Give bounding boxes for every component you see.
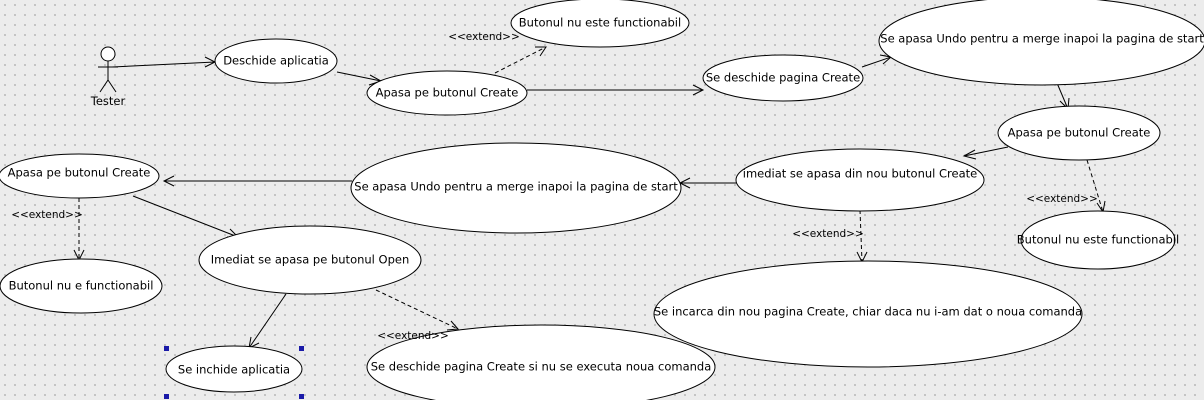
extend-label: <<extend>> <box>792 228 864 240</box>
use-case-apasa-create-3[interactable]: Apasa pe butonul Create <box>0 153 160 199</box>
use-case-ellipse <box>214 38 338 84</box>
use-case-ellipse <box>997 105 1161 161</box>
use-case-ellipse <box>366 70 528 116</box>
association-apasa-3-open[interactable] <box>132 195 239 238</box>
use-case-ellipse <box>165 345 303 393</box>
use-case-label: Apasa pe butonul Create <box>376 86 519 100</box>
use-case-label: Apasa pe butonul Create <box>1008 126 1151 140</box>
resize-handle-bottom-right[interactable] <box>299 394 304 399</box>
use-case-ellipse <box>510 0 690 48</box>
use-case-deschide-aplicatia[interactable]: Deschide aplicatia <box>214 38 338 84</box>
use-case-label: Se inchide aplicatia <box>178 363 290 377</box>
use-case-ellipse <box>198 225 422 295</box>
use-case-label: Imediat se apasa pe butonul Open <box>211 253 410 267</box>
extend-apasa-2-butonul-2[interactable] <box>1086 159 1104 213</box>
extend-apasa-butonul-1[interactable] <box>494 46 547 74</box>
selection-handles[interactable] <box>164 346 304 399</box>
use-case-label: imediat se apasa din nou butonul Create <box>743 167 977 181</box>
use-case-ellipse <box>0 258 163 314</box>
use-case-label: Se apasa Undo pentru a merge inapoi la p… <box>354 180 678 194</box>
use-case-ellipse <box>366 324 716 400</box>
use-case-undo-start-2[interactable]: Se apasa Undo pentru a merge inapoi la p… <box>350 142 682 234</box>
use-case-butonul-nefunctional-2[interactable]: Butonul nu este functionabil <box>1017 210 1179 270</box>
actor-leg-right <box>107 79 117 93</box>
use-case-se-deschide-create-fara-comanda[interactable]: Se deschide pagina Create si nu se execu… <box>366 324 716 400</box>
use-case-se-deschide-create[interactable]: Se deschide pagina Create <box>702 54 864 102</box>
actor-label: Tester <box>90 94 126 108</box>
use-case-label: Butonul nu e functionabil <box>9 279 154 293</box>
use-case-butonul-nu-e-functionabil[interactable]: Butonul nu e functionabil <box>0 258 163 314</box>
use-case-ellipse <box>0 153 160 199</box>
actor-leg-left <box>99 79 109 93</box>
use-case-butonul-nefunctional-1[interactable]: Butonul nu este functionabil <box>510 0 690 48</box>
use-case-se-incarca-din-nou[interactable]: Se incarca din nou pagina Create, chiar … <box>653 260 1083 368</box>
resize-handle-bottom-left[interactable] <box>164 394 169 399</box>
extend-label: <<extend>> <box>11 209 83 221</box>
arrowhead <box>535 46 547 57</box>
extend-label: <<extend>> <box>1026 193 1098 205</box>
extend-open-se-deschide[interactable] <box>375 289 459 330</box>
use-case-label: Se deschide pagina Create <box>706 71 860 85</box>
arrowhead <box>692 84 705 96</box>
use-case-ellipse <box>878 0 1204 86</box>
association-deschide-apasa[interactable] <box>336 71 382 82</box>
use-case-label: Butonul nu este functionabil <box>519 16 681 30</box>
arrowhead <box>162 175 175 187</box>
association-apasa-2-imediat[interactable] <box>963 146 1009 157</box>
use-case-imediat-din-nou-create[interactable]: imediat se apasa din nou butonul Create <box>735 148 985 212</box>
use-case-imediat-open[interactable]: Imediat se apasa pe butonul Open <box>198 225 422 295</box>
association-undo-apasa-2[interactable] <box>1056 82 1069 110</box>
use-case-apasa-create-2[interactable]: Apasa pe butonul Create <box>997 105 1161 161</box>
use-case-label: Se incarca din nou pagina Create, chiar … <box>654 305 1082 319</box>
use-case-apasa-create-1[interactable]: Apasa pe butonul Create <box>366 70 528 116</box>
use-case-ellipse <box>350 142 682 234</box>
use-case-ellipse <box>735 148 985 212</box>
association-tester-deschide[interactable] <box>111 61 216 68</box>
use-case-label: Apasa pe butonul Create <box>8 166 151 180</box>
association-open-inchide[interactable] <box>248 293 287 349</box>
arrowhead <box>1096 200 1106 214</box>
arrowhead <box>962 149 977 160</box>
use-case-undo-start-1[interactable]: Se apasa Undo pentru a merge inapoi la p… <box>878 0 1204 86</box>
use-case-label: Butonul nu este functionabil <box>1017 233 1179 247</box>
use-case-label: Se apasa Undo pentru a merge inapoi la p… <box>880 32 1204 46</box>
use-case-se-inchide-aplicatia[interactable]: Se inchide aplicatia <box>165 345 303 393</box>
use-case-label: Deschide aplicatia <box>223 54 329 68</box>
extend-labels: <<extend>> <<extend>> <<extend>> <<exten… <box>11 31 1098 342</box>
resize-handle-top-right[interactable] <box>299 346 304 351</box>
actor-head <box>100 46 116 62</box>
actor-tester[interactable]: Tester <box>90 46 126 108</box>
use-case-ellipse <box>1020 210 1176 270</box>
use-case-ellipse <box>702 54 864 102</box>
extend-imediat-se-incarca[interactable] <box>859 209 863 263</box>
arrowhead <box>446 320 460 331</box>
association-se-deschide-undo[interactable] <box>861 56 892 68</box>
extend-label: <<extend>> <box>377 330 449 342</box>
resize-handle-top-left[interactable] <box>164 346 169 351</box>
extend-label: <<extend>> <box>448 31 520 43</box>
use-case-label: Se deschide pagina Create si nu se execu… <box>371 360 712 374</box>
use-case-ellipse <box>653 260 1083 368</box>
